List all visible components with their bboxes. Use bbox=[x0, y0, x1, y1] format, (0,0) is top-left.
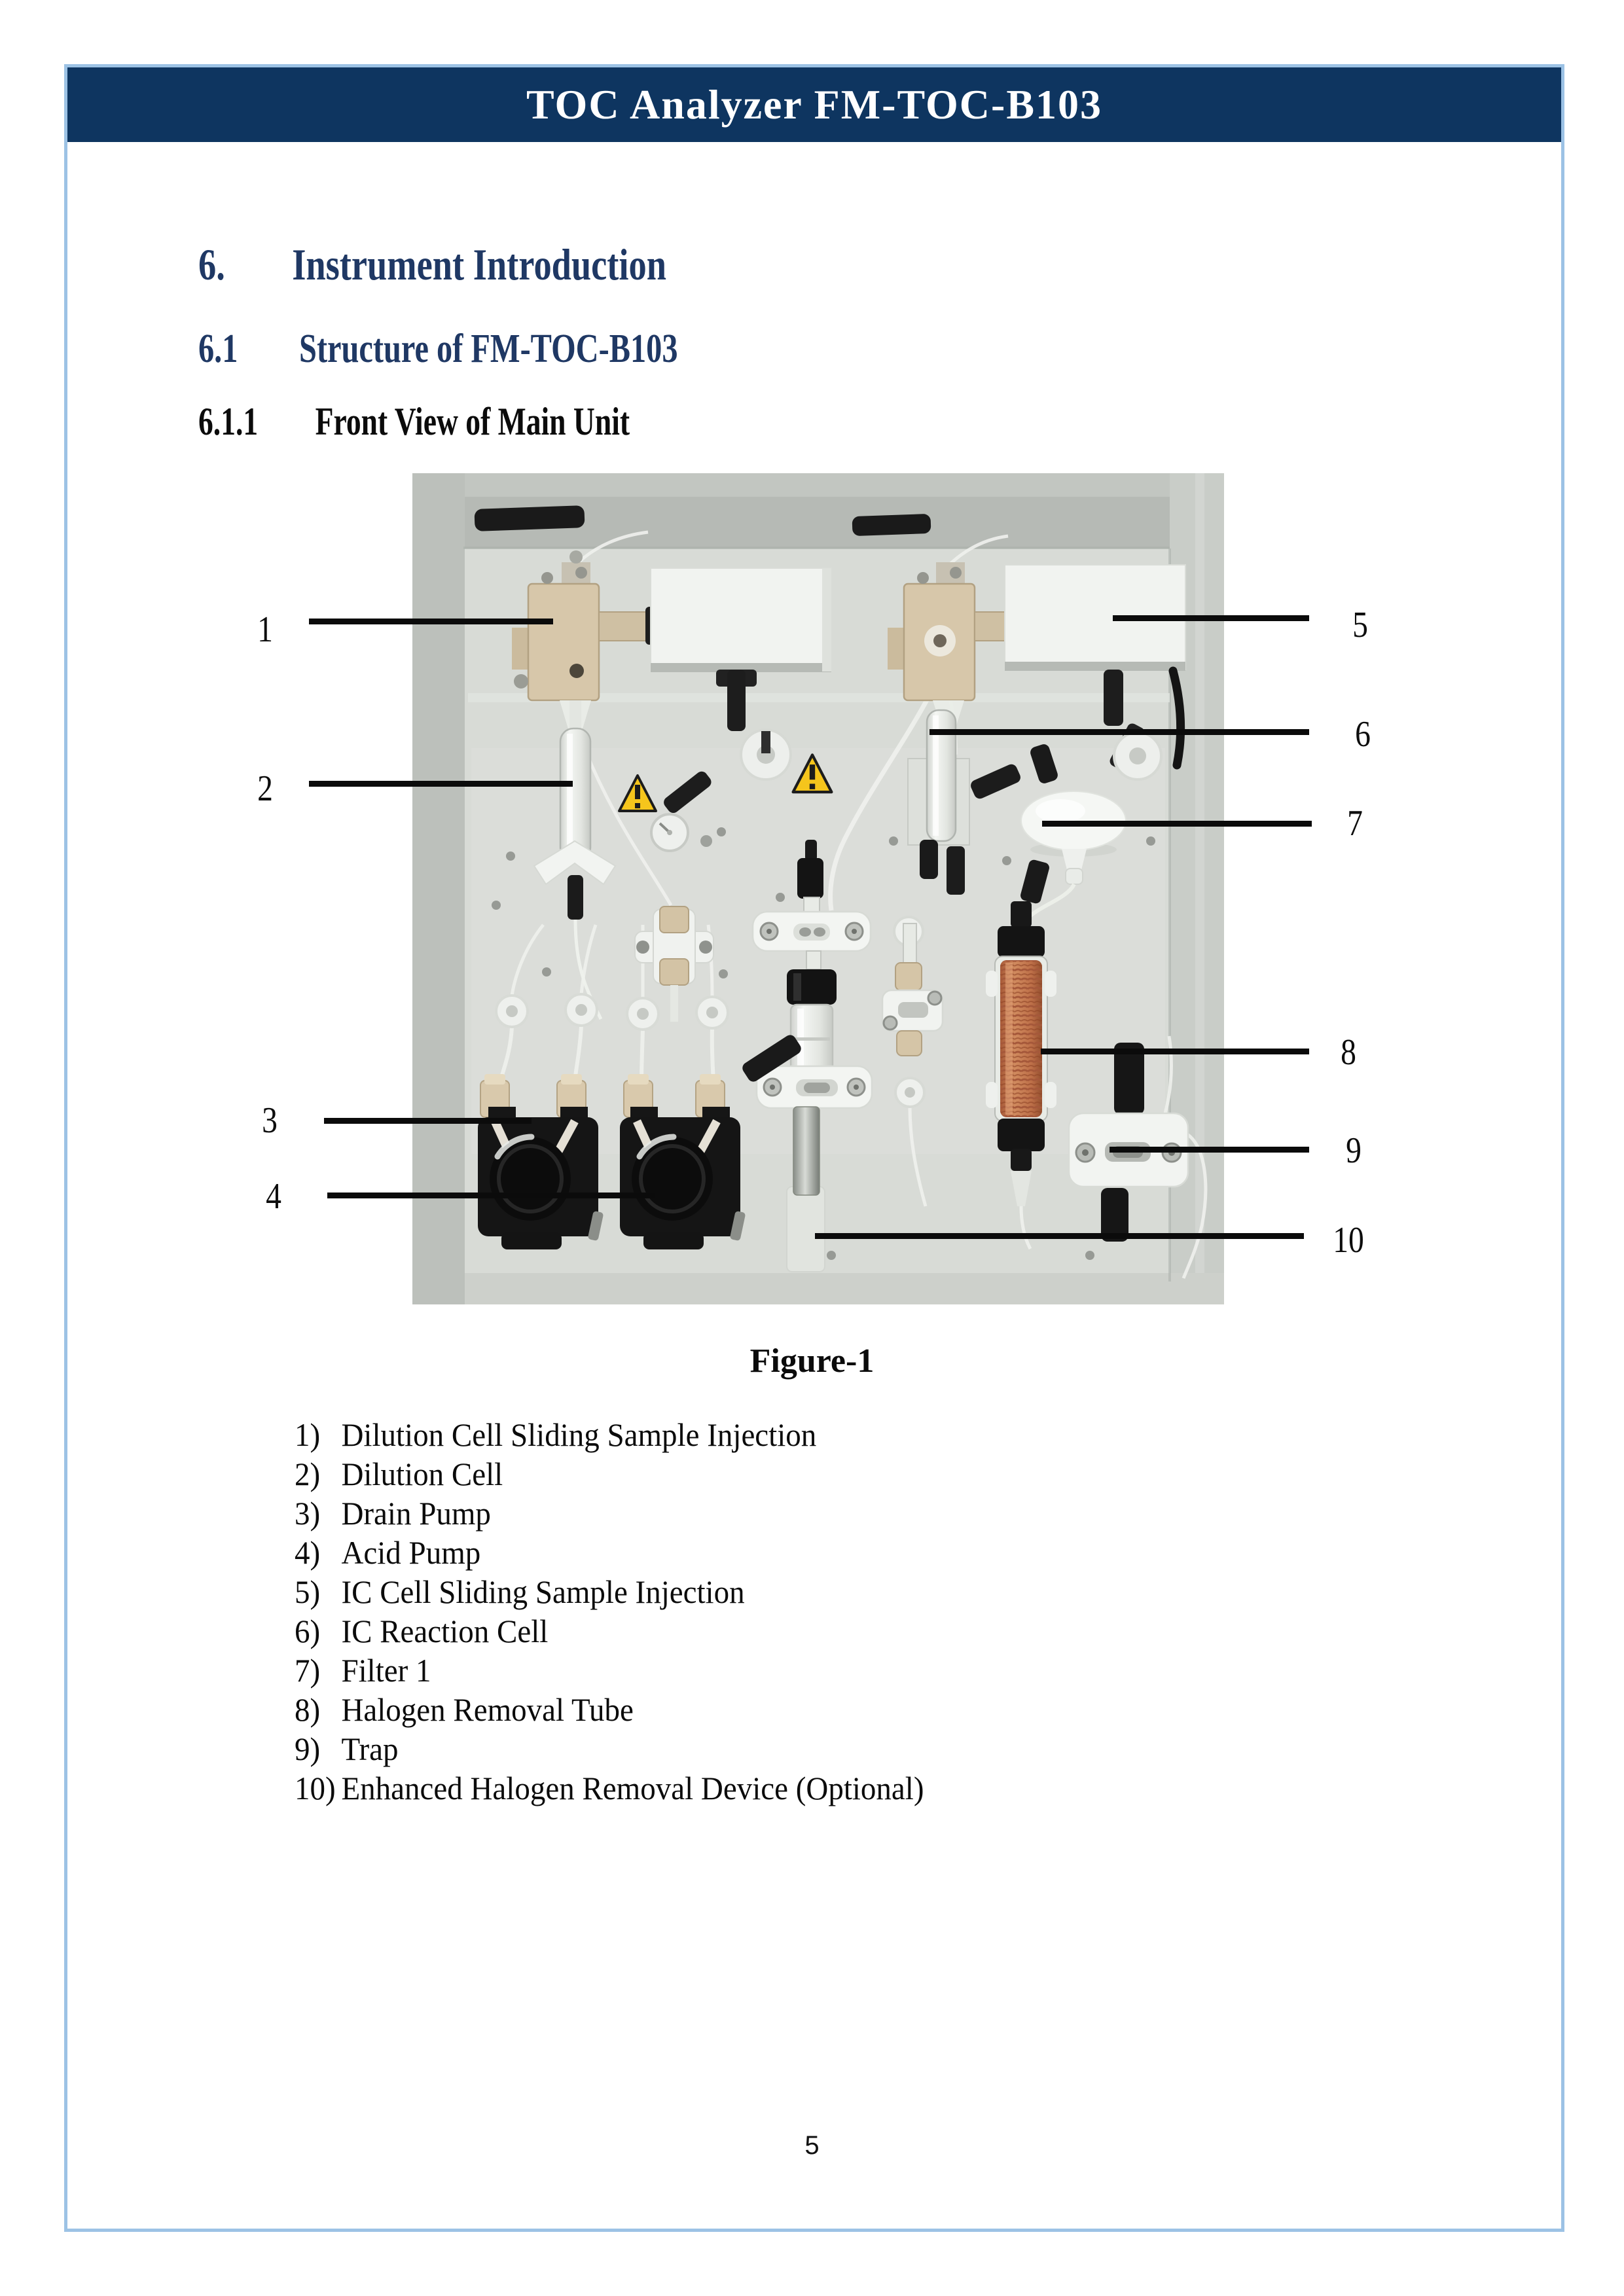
callout-line-10 bbox=[815, 1233, 1304, 1239]
callout-number-3: 3 bbox=[262, 1100, 278, 1141]
ic-reaction-cell bbox=[907, 709, 970, 895]
header-bar: TOC Analyzer FM-TOC-B103 bbox=[67, 67, 1561, 142]
subsection-heading: 6.1 Structure of FM-TOC-B103 bbox=[198, 326, 678, 372]
list-item: 3) Drain Pump bbox=[295, 1494, 1341, 1533]
panel-grommets bbox=[495, 993, 729, 1031]
callout-number-8: 8 bbox=[1341, 1032, 1356, 1073]
list-item-label: IC Cell Sliding Sample Injection bbox=[341, 1573, 745, 1610]
subsection-title: Structure of FM-TOC-B103 bbox=[299, 327, 678, 371]
list-item: 6) IC Reaction Cell bbox=[295, 1611, 1341, 1651]
list-item: 7) Filter 1 bbox=[295, 1651, 1341, 1690]
subsubsection-number: 6.1.1 bbox=[198, 400, 259, 443]
cross-fitting bbox=[634, 906, 714, 1022]
subsubsection-heading: 6.1.1 Front View of Main Unit bbox=[198, 399, 630, 444]
warning-icon bbox=[791, 753, 833, 794]
list-item-number: 9) bbox=[295, 1731, 321, 1767]
list-item-label: Enhanced Halogen Removal Device (Optiona… bbox=[341, 1770, 924, 1806]
document-title: TOC Analyzer FM-TOC-B103 bbox=[526, 81, 1102, 128]
callout-number-4: 4 bbox=[266, 1176, 281, 1217]
callout-line-7 bbox=[1042, 821, 1312, 827]
list-item-number: 7) bbox=[295, 1652, 321, 1689]
list-item-label: Trap bbox=[341, 1731, 399, 1767]
section-number: 6. bbox=[198, 240, 225, 289]
section-heading: 6. Instrument Introduction bbox=[198, 239, 666, 291]
callout-number-7: 7 bbox=[1347, 803, 1363, 844]
halogen-removal-tube bbox=[986, 859, 1056, 1206]
instrument-front-view-photo bbox=[412, 473, 1224, 1304]
subsection-number: 6.1 bbox=[198, 327, 238, 371]
callout-number-10: 10 bbox=[1333, 1220, 1364, 1261]
list-item: 10)Enhanced Halogen Removal Device (Opti… bbox=[295, 1768, 1341, 1808]
syringe-assembly bbox=[751, 840, 873, 1109]
pressure-gauge bbox=[650, 813, 712, 852]
list-item-label: Halogen Removal Tube bbox=[341, 1691, 634, 1728]
list-item-label: Acid Pump bbox=[341, 1534, 481, 1571]
callout-number-5: 5 bbox=[1352, 605, 1368, 645]
warning-icon bbox=[618, 774, 657, 812]
list-item: 2) Dilution Cell bbox=[295, 1454, 1341, 1494]
callout-line-8 bbox=[1041, 1049, 1309, 1054]
list-item-number: 4) bbox=[295, 1534, 321, 1571]
list-item-number: 2) bbox=[295, 1456, 321, 1492]
callout-line-9 bbox=[1110, 1147, 1309, 1153]
vent-slot bbox=[474, 505, 585, 531]
acid-pump bbox=[620, 1107, 746, 1249]
vent-slot bbox=[852, 514, 931, 536]
figure-caption: Figure-1 bbox=[749, 1342, 875, 1380]
list-item: 5) IC Cell Sliding Sample Injection bbox=[295, 1572, 1341, 1611]
panel-screws bbox=[492, 827, 1155, 1260]
list-item: 4) Acid Pump bbox=[295, 1533, 1341, 1572]
callout-number-2: 2 bbox=[257, 768, 273, 809]
callout-number-1: 1 bbox=[257, 609, 273, 650]
callout-line-4 bbox=[327, 1193, 655, 1198]
page-border bbox=[64, 64, 1564, 2232]
list-item-number: 3) bbox=[295, 1495, 321, 1532]
small-valve bbox=[881, 840, 944, 1108]
angled-fittings bbox=[664, 744, 1058, 1082]
list-item: 8) Halogen Removal Tube bbox=[295, 1690, 1341, 1729]
dilution-cell-sliding-sample-injection bbox=[512, 550, 668, 731]
callout-line-2 bbox=[309, 781, 573, 787]
page-number: 5 bbox=[804, 2131, 820, 2160]
list-item-label: Dilution Cell bbox=[341, 1456, 503, 1492]
callout-number-9: 9 bbox=[1346, 1130, 1362, 1171]
list-item-label: Drain Pump bbox=[341, 1495, 491, 1532]
list-item-number: 5) bbox=[295, 1573, 321, 1610]
callout-line-5 bbox=[1113, 615, 1309, 621]
callout-number-6: 6 bbox=[1355, 714, 1371, 755]
drain-pump bbox=[478, 1107, 604, 1249]
list-item: 9) Trap bbox=[295, 1729, 1341, 1768]
callout-line-6 bbox=[929, 729, 1309, 735]
parts-list: 1) Dilution Cell Sliding Sample Injection… bbox=[295, 1415, 1407, 1808]
callout-line-3 bbox=[324, 1118, 532, 1124]
subsubsection-title: Front View of Main Unit bbox=[315, 400, 630, 443]
list-item-label: Filter 1 bbox=[341, 1652, 431, 1689]
list-item-label: Dilution Cell Sliding Sample Injection bbox=[341, 1416, 817, 1453]
list-item-number: 8) bbox=[295, 1691, 321, 1728]
list-item-label: IC Reaction Cell bbox=[341, 1613, 549, 1649]
list-item-number: 10) bbox=[295, 1770, 336, 1806]
list-item-number: 1) bbox=[295, 1416, 321, 1453]
list-item: 1) Dilution Cell Sliding Sample Injection bbox=[295, 1415, 1341, 1454]
dilution-cell bbox=[533, 700, 617, 1020]
left-reagent-box bbox=[650, 567, 832, 781]
enhanced-halogen-removal-device bbox=[786, 1106, 825, 1272]
list-item-number: 6) bbox=[295, 1613, 321, 1649]
section-title: Instrument Introduction bbox=[292, 240, 666, 289]
callout-line-1 bbox=[309, 619, 553, 624]
